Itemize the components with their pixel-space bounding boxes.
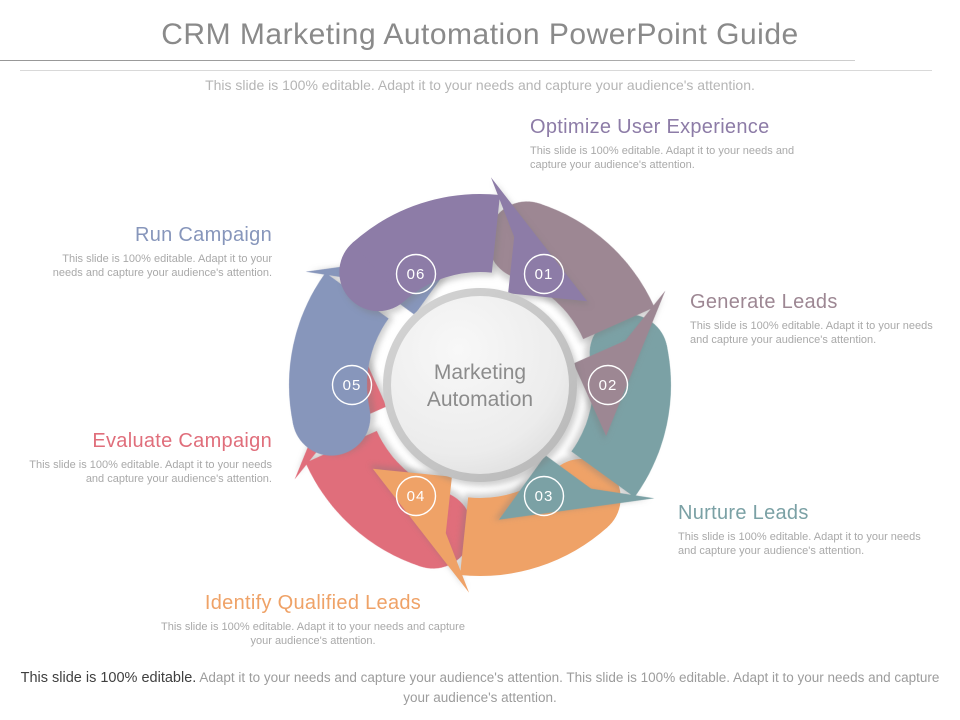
center-label-line1: Marketing [434, 361, 526, 384]
step-block-generate-leads: Generate Leads This slide is 100% editab… [690, 291, 935, 347]
slide-subtitle: This slide is 100% editable. Adapt it to… [205, 77, 755, 93]
center-label-line2: Automation [427, 388, 533, 411]
cycle-diagram: Marketing Automation 01 02 03 04 05 06 [289, 177, 671, 593]
step-label: Evaluate Campaign [92, 430, 272, 452]
step-badge-05: 05 [331, 364, 373, 406]
title-divider-secondary [20, 70, 932, 71]
footer-note: This slide is 100% editable. Adapt it to… [10, 668, 950, 708]
svg-text:05: 05 [343, 377, 362, 394]
step-description: This slide is 100% editable. Adapt it to… [678, 531, 921, 557]
step-badge-04: 04 [395, 475, 437, 517]
slide-title: CRM Marketing Automation PowerPoint Guid… [161, 18, 799, 51]
step-block-nurture-leads: Nurture Leads This slide is 100% editabl… [678, 502, 928, 558]
step-label: Identify Qualified Leads [204, 592, 422, 614]
step-label: Nurture Leads [678, 502, 809, 524]
step-description: This slide is 100% editable. Adapt it to… [29, 459, 272, 485]
svg-text:04: 04 [407, 488, 426, 505]
step-badge-02: 02 [587, 364, 629, 406]
step-description: This slide is 100% editable. Adapt it to… [52, 253, 272, 279]
step-label: Generate Leads [690, 291, 838, 313]
center-hub: Marketing Automation [383, 288, 577, 482]
step-description: This slide is 100% editable. Adapt it to… [690, 320, 933, 346]
footer-rest: Adapt it to your needs and capture your … [196, 670, 940, 705]
step-block-optimize-user-experience: Optimize User Experience This slide is 1… [530, 116, 798, 172]
svg-text:06: 06 [407, 266, 426, 283]
step-badge-03: 03 [523, 475, 565, 517]
step-description: This slide is 100% editable. Adapt it to… [530, 145, 795, 171]
step-description: This slide is 100% editable. Adapt it to… [161, 621, 465, 647]
step-block-run-campaign: Run Campaign This slide is 100% editable… [30, 224, 272, 280]
footer-highlight: This slide is 100% editable. [20, 670, 197, 686]
step-block-identify-qualified-leads: Identify Qualified Leads This slide is 1… [158, 592, 468, 648]
svg-text:03: 03 [535, 488, 554, 505]
step-label: Optimize User Experience [530, 116, 770, 138]
svg-text:02: 02 [599, 377, 618, 394]
svg-text:01: 01 [535, 266, 554, 283]
title-divider [0, 60, 855, 61]
step-badge-06: 06 [395, 253, 437, 295]
step-label: Run Campaign [134, 224, 272, 246]
step-badge-01: 01 [523, 253, 565, 295]
step-block-evaluate-campaign: Evaluate Campaign This slide is 100% edi… [18, 430, 272, 486]
